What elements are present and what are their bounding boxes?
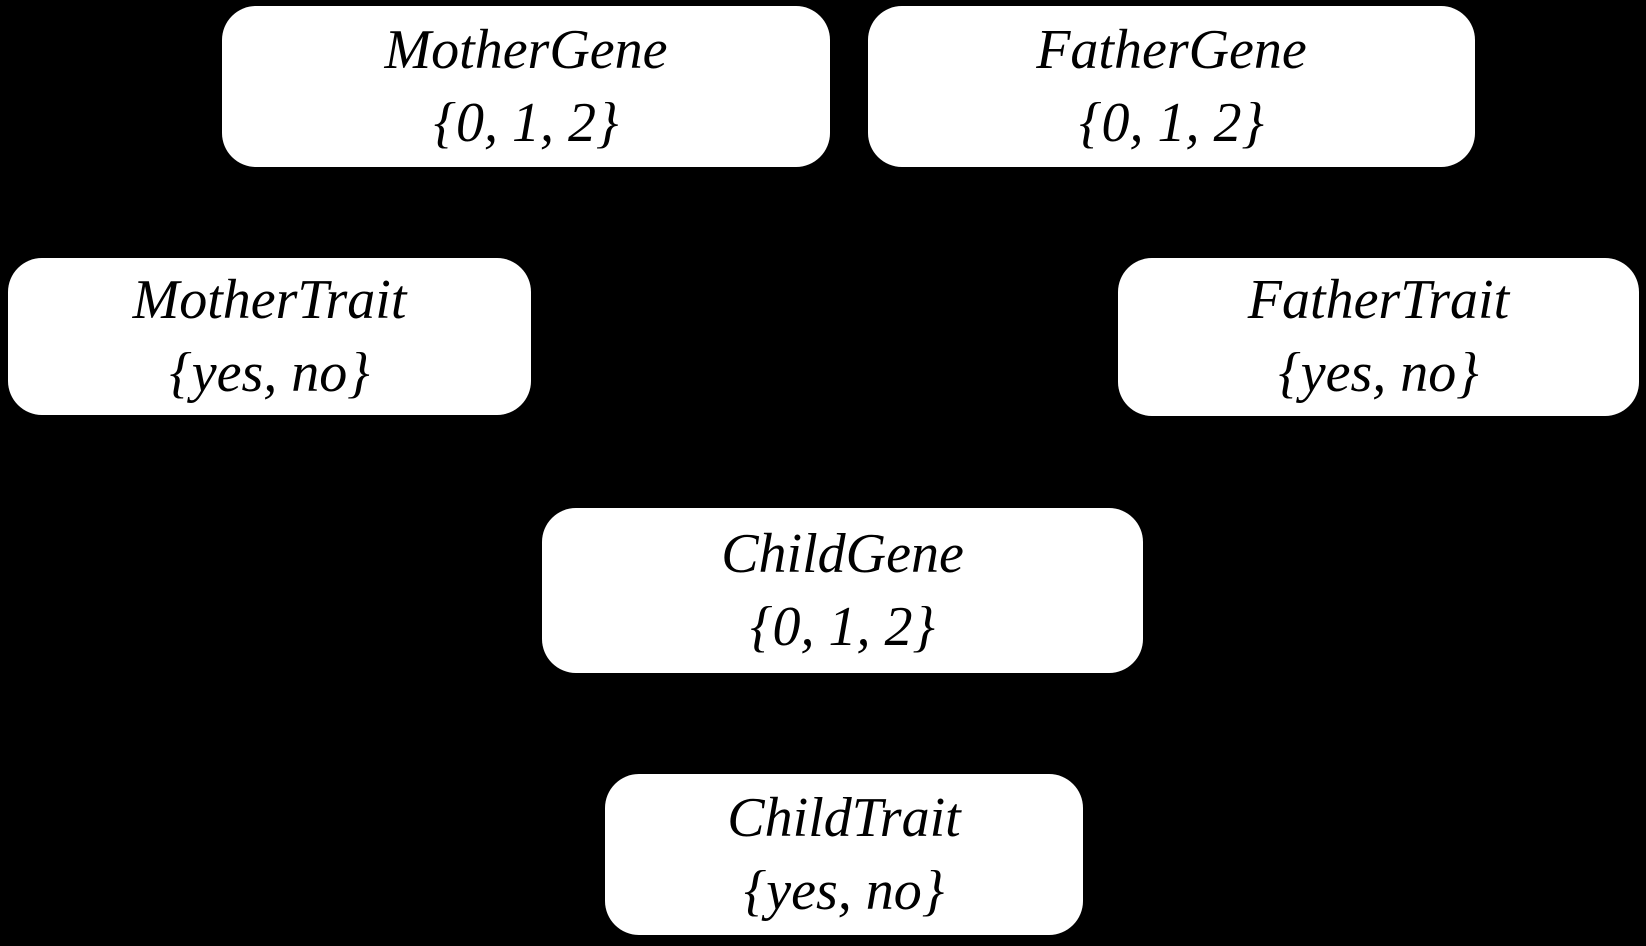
node-mother-trait: MotherTrait {yes, no} [8, 258, 531, 415]
node-label: ChildTrait [727, 786, 961, 849]
node-label: ChildGene [721, 522, 964, 585]
node-label: MotherTrait [132, 268, 407, 331]
node-father-trait: FatherTrait {yes, no} [1118, 258, 1639, 416]
node-domain: {yes, no} [1278, 342, 1479, 404]
node-domain: {0, 1, 2} [750, 595, 935, 658]
node-domain: {0, 1, 2} [1079, 91, 1264, 154]
node-child-gene: ChildGene {0, 1, 2} [542, 508, 1143, 673]
node-child-trait: ChildTrait {yes, no} [605, 774, 1083, 935]
node-mother-gene: MotherGene {0, 1, 2} [222, 6, 830, 167]
node-label: MotherGene [384, 18, 668, 81]
node-father-gene: FatherGene {0, 1, 2} [868, 6, 1475, 167]
node-domain: {0, 1, 2} [433, 91, 619, 154]
node-domain: {yes, no} [743, 859, 945, 922]
node-label: FatherTrait [1247, 269, 1510, 331]
node-label: FatherGene [1036, 18, 1307, 81]
node-domain: {yes, no} [169, 341, 370, 404]
